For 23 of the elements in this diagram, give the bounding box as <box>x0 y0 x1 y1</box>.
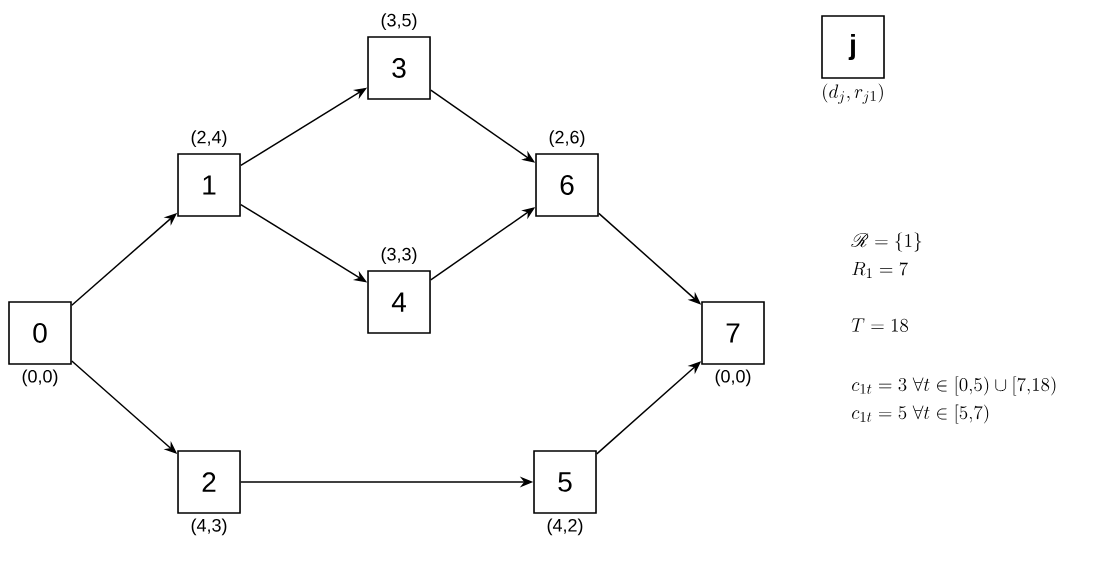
node-box: 0 <box>8 301 72 365</box>
node-box: 7 <box>701 301 765 365</box>
node-label: (3,3) <box>381 247 417 265</box>
formula: $c_{1t} = 5\ \forall t \in [5{,}7)$ <box>852 404 989 424</box>
node-box: 3 <box>367 36 431 100</box>
formula: $\mathscr{R} = \{1\}$ <box>851 232 922 252</box>
formula: $R_1 = 7$ <box>852 262 908 278</box>
node-box: 4 <box>367 270 431 334</box>
node-label: (4,2) <box>547 518 583 536</box>
node-box: 1 <box>177 153 241 217</box>
node-label: (0,0) <box>715 369 751 387</box>
node-box: 6 <box>535 153 599 217</box>
node-label: $(d_j, r_{j1})$ <box>823 83 883 104</box>
node-label: (4,3) <box>191 518 227 536</box>
formula: $c_{1t} = 3\ \forall t \in [0{,}5) \cup [7{,}18)$ <box>852 376 1056 396</box>
formula: $T = 18$ <box>851 318 909 332</box>
node-label: (2,6) <box>549 130 585 148</box>
node-label: (3,5) <box>381 13 417 31</box>
node-box: 2 <box>177 450 241 514</box>
node-label: (0,0) <box>22 369 58 387</box>
node-label: (2,4) <box>191 130 227 148</box>
node-box: 5 <box>533 450 597 514</box>
legend-box: j <box>821 15 885 79</box>
